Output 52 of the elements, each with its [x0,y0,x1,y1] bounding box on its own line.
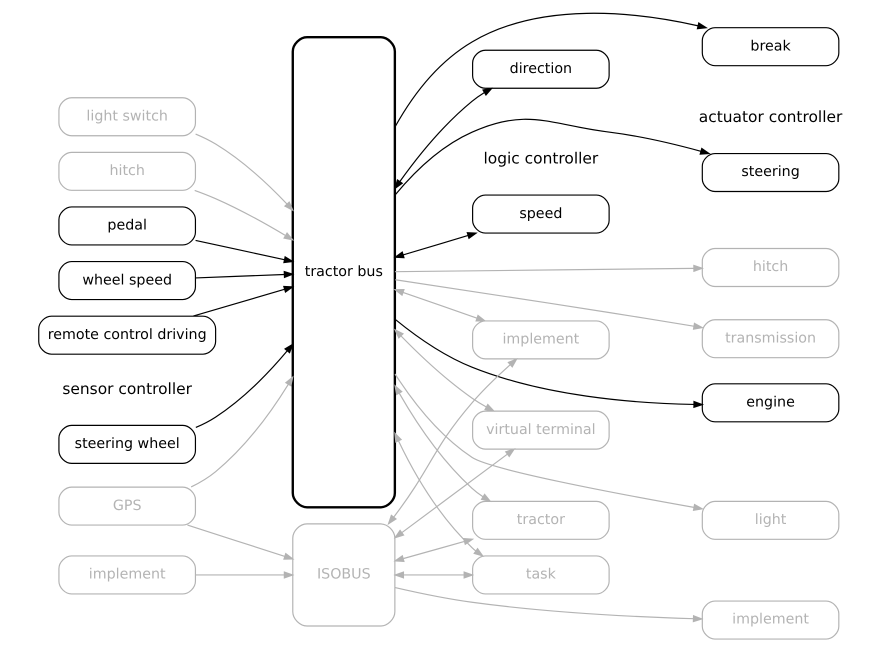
arrow [393,232,478,258]
node-box: wheel speed [58,260,196,300]
arrow [195,134,294,212]
node-box: remote control driving [38,316,216,355]
arrow [387,358,518,526]
label: logic controller [483,150,598,168]
arrow [190,376,294,488]
node-box: implement [472,320,610,360]
node-box: engine [702,383,840,422]
node-box: direction [472,50,610,89]
node-box: implement [702,600,840,640]
arrow [394,328,496,412]
arrow [395,279,704,330]
arrow [195,240,294,264]
node-box: implement [58,555,196,595]
arrow [394,448,516,539]
node-box: light [702,500,840,540]
node-box: tractor [472,500,610,540]
arrow [394,384,492,502]
arrow [394,432,484,557]
node-box: break [702,27,840,66]
arrow [394,118,711,196]
node-box: speed [472,194,610,234]
label: actuator controller [698,108,842,126]
node-box: transmission [702,319,840,358]
arrow [394,12,708,128]
arrow [394,87,494,190]
node-box: ISOBUS [292,523,396,627]
arrow [393,571,474,579]
node-box: GPS [58,486,196,526]
arrow [394,264,704,272]
arrow [193,286,294,317]
node-box: virtual terminal [472,410,610,450]
arrow [196,571,294,579]
arrow [393,538,474,562]
node-box: steering [702,152,840,192]
node-box: tractor bus [292,36,396,508]
node-box: hitch [702,248,840,288]
arrow [187,524,294,560]
arrow [394,318,704,408]
arrow [394,586,704,622]
node-box: hitch [58,152,196,191]
node-box: task [472,555,610,595]
node-box: pedal [58,206,196,246]
node-box: steering wheel [58,424,196,464]
node-box: light switch [58,97,196,136]
arrow [194,190,294,241]
arrow [196,270,294,279]
label: sensor controller [62,380,192,398]
arrow [393,289,487,322]
arrow [196,342,294,428]
arrow [394,374,704,511]
